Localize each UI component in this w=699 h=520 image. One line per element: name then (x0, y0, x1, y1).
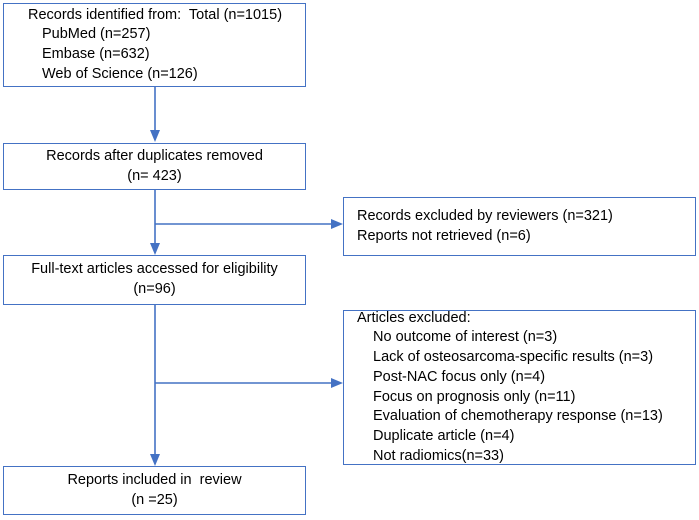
box-records-identified: Records identified from: Total (n=1015) … (3, 3, 306, 87)
articles-excluded-item-0: No outcome of interest (n=3) (373, 329, 558, 346)
duplicates-count-line: (n= 423) (127, 167, 182, 184)
articles-excluded-heading: Articles excluded: (357, 309, 471, 326)
fulltext-count-line: (n=96) (133, 281, 176, 297)
box-records-excluded: Records excluded by reviewers (n=321) Re… (343, 197, 696, 256)
records-excluded-reviewers-line: Records excluded by reviewers (n=321) (357, 207, 613, 224)
included-count-line: (n =25) (131, 491, 178, 508)
box-full-text-articles: Full-text articles accessed for eligibil… (3, 255, 306, 305)
box-reports-included: Reports included in review (n =25) (3, 466, 306, 515)
box-records-after-duplicates-removed: Records after duplicates removed (n= 423… (3, 143, 306, 190)
identified-total-line: Records identified from: Total (n=1015) (28, 6, 283, 23)
included-title-line: Reports included in review (67, 471, 242, 488)
identified-webofscience-line: Web of Science (n=126) (42, 65, 198, 82)
articles-excluded-item-3: Focus on prognosis only (n=11) (373, 388, 576, 405)
arrow-head-duplicates (150, 130, 160, 142)
arrow-head-articles-excluded (331, 378, 343, 388)
arrow-head-included (150, 454, 160, 466)
articles-excluded-item-6: Not radiomics(n=33) (373, 447, 504, 464)
identified-pubmed-line: PubMed (n=257) (42, 26, 151, 43)
arrow-head-fulltext (150, 243, 160, 255)
identified-embase-line: Embase (n=632) (42, 46, 150, 62)
arrow-head-records-excluded (331, 219, 343, 229)
reports-not-retrieved-line: Reports not retrieved (n=6) (357, 227, 531, 244)
fulltext-title-line: Full-text articles accessed for eligibil… (31, 261, 278, 278)
articles-excluded-item-5: Duplicate article (n=4) (373, 427, 515, 444)
articles-excluded-item-2: Post-NAC focus only (n=4) (373, 368, 546, 385)
duplicates-title-line: Records after duplicates removed (46, 147, 263, 164)
box-articles-excluded: Articles excluded: No outcome of interes… (343, 310, 696, 465)
articles-excluded-item-1: Lack of osteosarcoma-specific results (n… (373, 349, 654, 366)
articles-excluded-item-4: Evaluation of chemotherapy response (n=1… (373, 408, 663, 425)
